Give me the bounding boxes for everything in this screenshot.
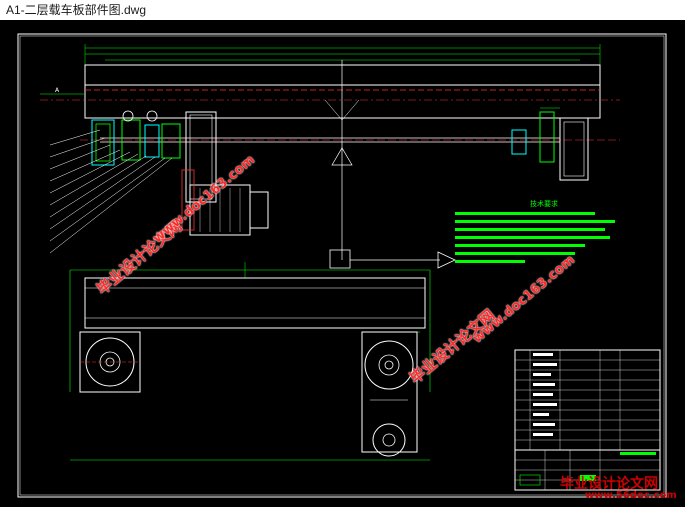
cad-canvas[interactable]: A 技术要求 <box>0 20 685 507</box>
watermark-footer-brand: 毕业设计论文网 <box>560 476 658 492</box>
scale-marker: A <box>55 87 60 94</box>
cad-drawing: A 技术要求 <box>17 33 667 498</box>
window-title: A1-二层载车板部件图.dwg <box>0 0 685 20</box>
sheet-border <box>17 33 667 498</box>
tech-requirements-title: 技术要求 <box>530 199 558 208</box>
watermark-footer-url: www.56doc.com <box>585 490 677 501</box>
